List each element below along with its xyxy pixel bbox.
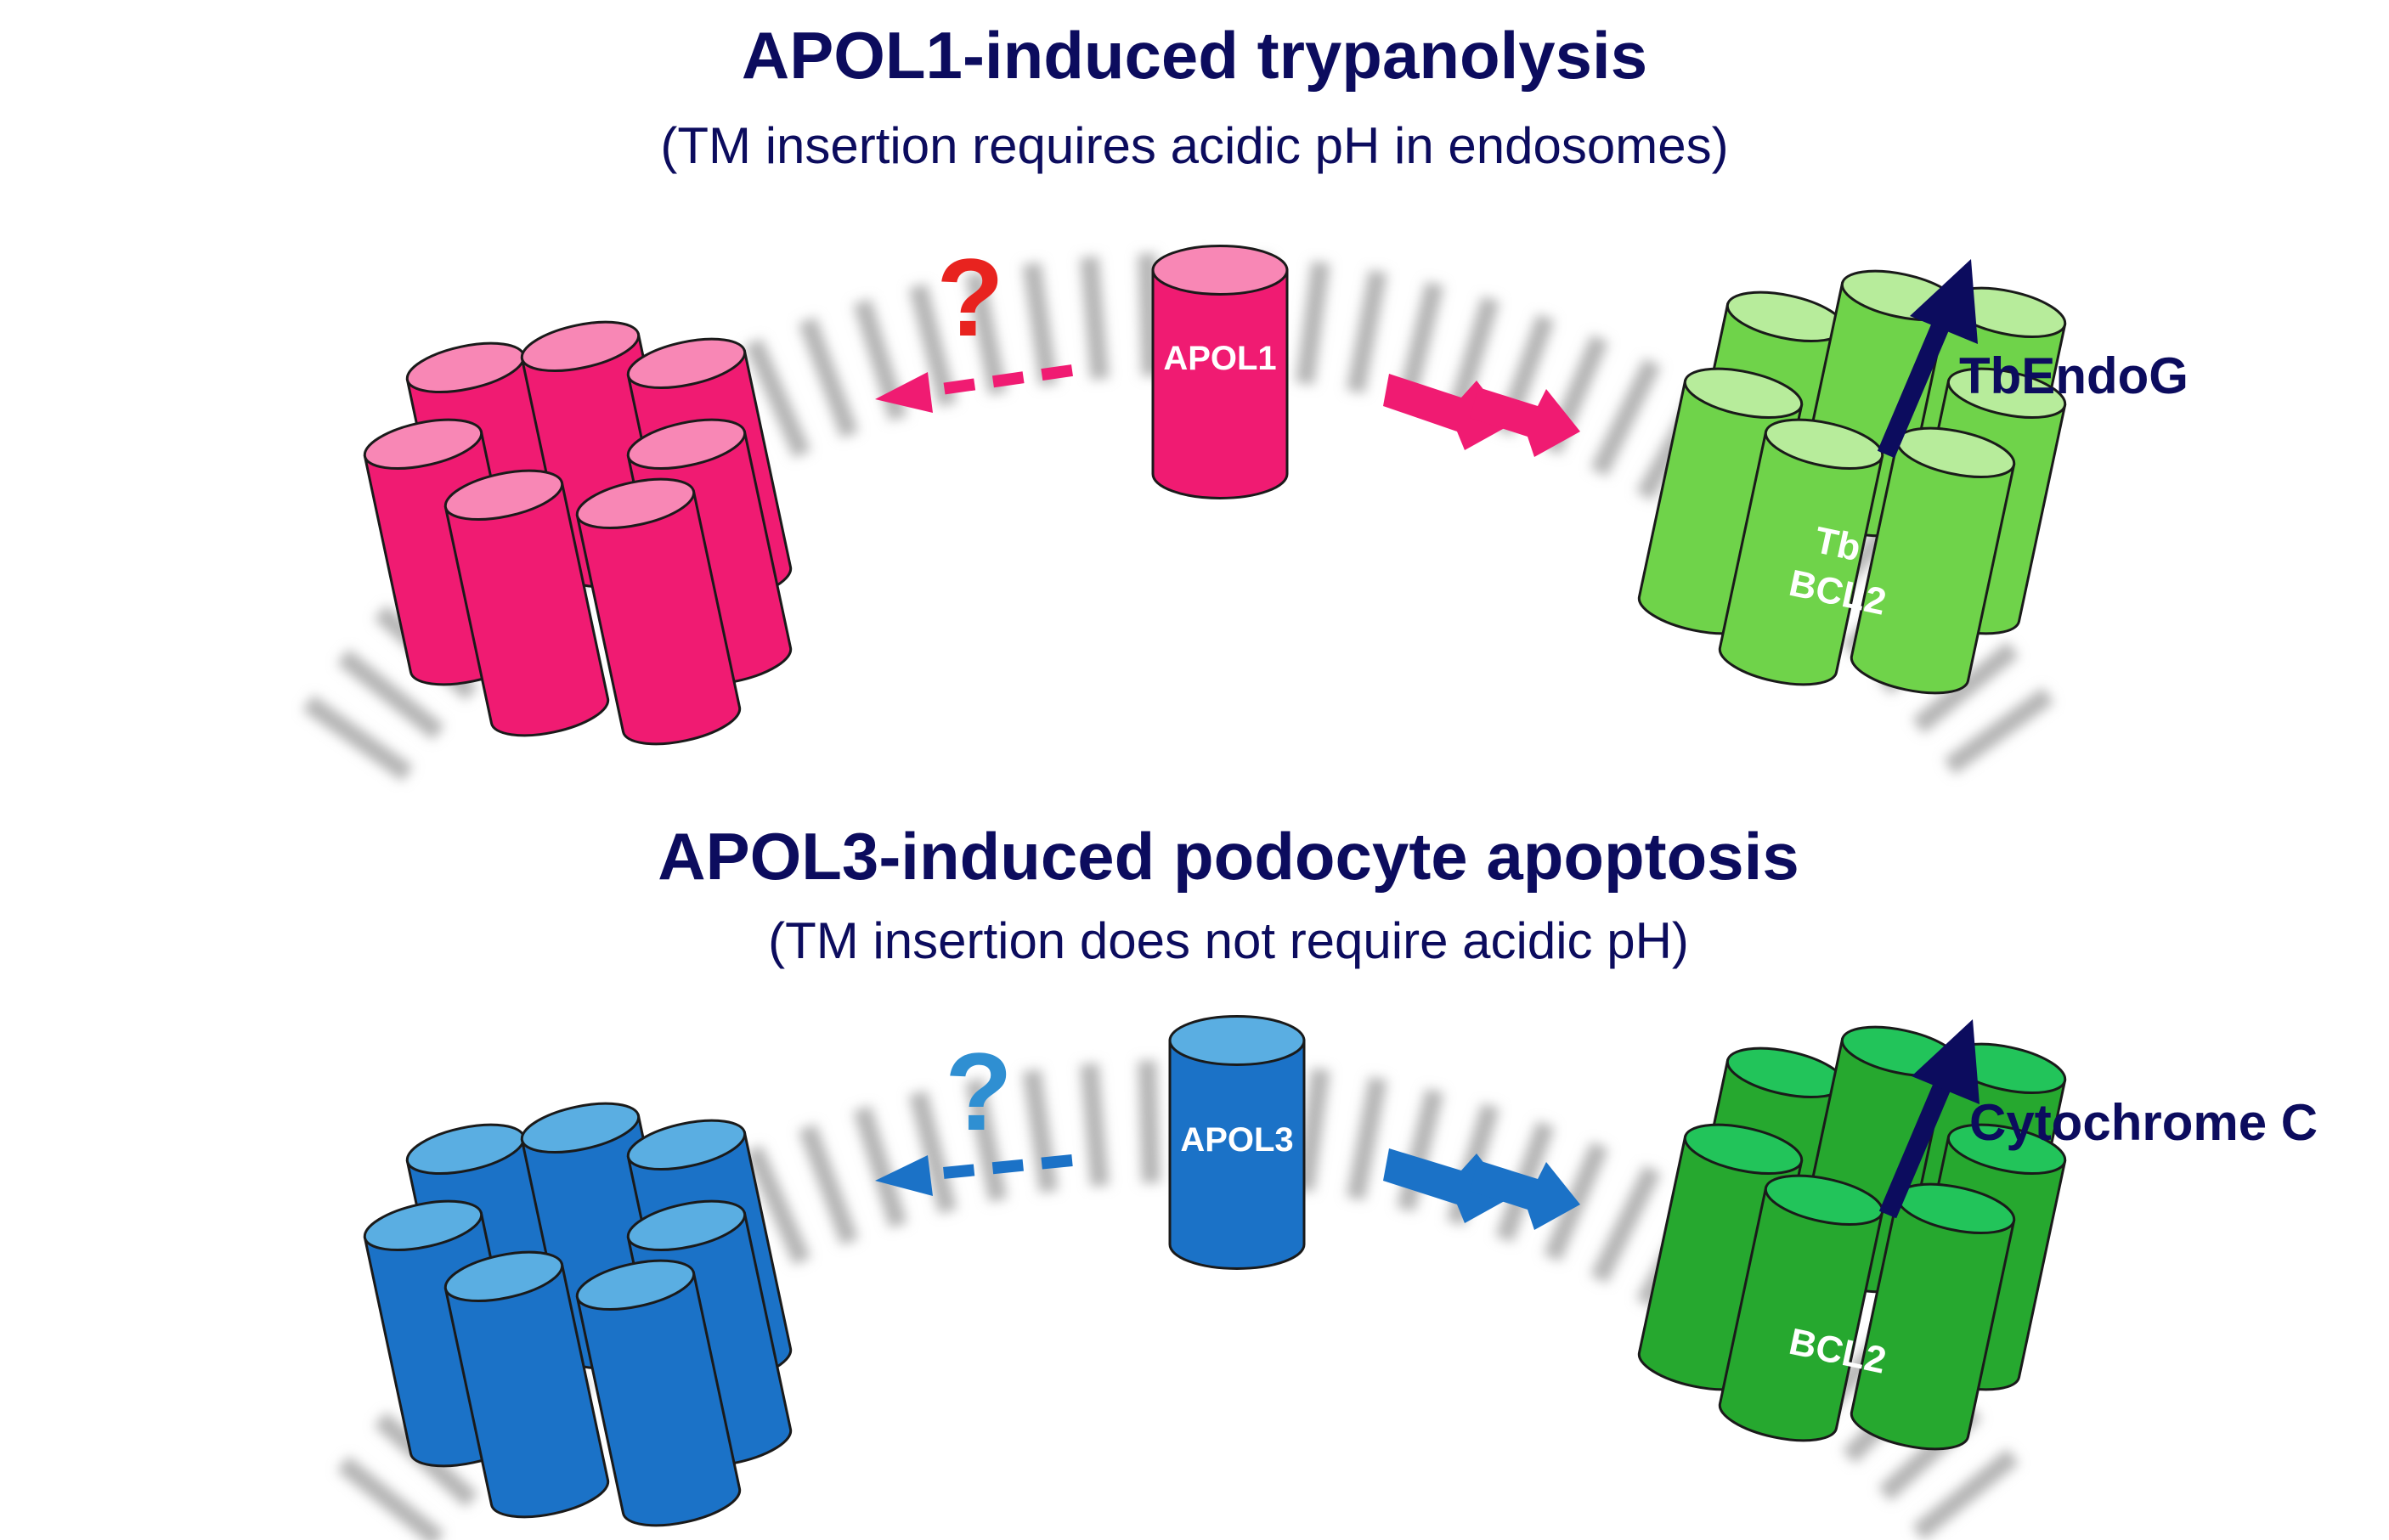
membrane-lipid bbox=[1346, 269, 1387, 394]
membrane-lipid bbox=[336, 649, 445, 741]
apol1-cylinder bbox=[1151, 245, 1289, 499]
membrane-lipid bbox=[1943, 687, 2054, 775]
apol1-label: APOL1 bbox=[1163, 340, 1276, 377]
membrane-lipid bbox=[1022, 262, 1059, 386]
channel-subunit bbox=[443, 1250, 610, 1519]
membrane-lipid bbox=[1080, 1063, 1110, 1187]
released-factor-label: Cytochrome C bbox=[1969, 1094, 2318, 1151]
channel-subunit bbox=[575, 477, 742, 746]
question-mark: ? bbox=[945, 1029, 1012, 1154]
channel-subunit bbox=[1850, 1182, 2016, 1451]
panel-apol1: APOL1-induced trypanolysis (TM insertion… bbox=[302, 18, 2189, 781]
membrane-lipid bbox=[744, 338, 811, 459]
channel-subunit bbox=[1718, 1174, 1884, 1442]
membrane-lipid bbox=[798, 1124, 859, 1245]
double-arrow-right bbox=[1383, 1148, 1580, 1230]
membrane-lipid bbox=[798, 317, 859, 438]
apol3-cylinder bbox=[1168, 1015, 1306, 1270]
apol1-pore-oligomer bbox=[363, 320, 793, 746]
double-arrow-right bbox=[1383, 374, 1580, 457]
membrane-lipid bbox=[1346, 1076, 1387, 1201]
channel-subunit bbox=[575, 1259, 742, 1527]
membrane-lipid bbox=[1397, 281, 1444, 405]
channel-subunit bbox=[1718, 418, 1884, 686]
panel-subtitle: (TM insertion requires acidic pH in endo… bbox=[660, 117, 1728, 174]
channel-subunit bbox=[443, 469, 610, 737]
membrane-lipid bbox=[744, 1145, 811, 1266]
tbbcl2-channel bbox=[1637, 269, 2067, 695]
membrane-lipid bbox=[853, 1105, 908, 1228]
membrane-lipid bbox=[1295, 261, 1330, 386]
released-factor-label: TbEndoG bbox=[1959, 347, 2189, 404]
membrane-lipid bbox=[1912, 1448, 2019, 1540]
membrane-lipid bbox=[1590, 358, 1662, 477]
release-arrow-up bbox=[1878, 1019, 1980, 1219]
panel-subtitle: (TM insertion does not require acidic pH… bbox=[768, 912, 1689, 969]
membrane-lipid bbox=[908, 283, 957, 407]
membrane-lipid bbox=[908, 1090, 957, 1214]
membrane-lipid bbox=[1446, 296, 1500, 419]
panel-title: APOL1-induced trypanolysis bbox=[742, 18, 1647, 93]
tbbcl2-label-line1: Tb bbox=[1811, 519, 1865, 569]
question-mark: ? bbox=[936, 235, 1003, 359]
bcl2-channel bbox=[1637, 1025, 2067, 1451]
channel-subunit bbox=[1850, 426, 2016, 695]
membrane-lipid bbox=[302, 695, 414, 781]
membrane-lipid bbox=[965, 271, 1008, 396]
release-arrow-up bbox=[1877, 259, 1978, 459]
apol3-label: APOL3 bbox=[1180, 1121, 1293, 1159]
membrane-lipid bbox=[1080, 256, 1110, 380]
membrane-lipid bbox=[1912, 641, 2019, 734]
membrane-lipid bbox=[1590, 1165, 1662, 1283]
membrane-lipid bbox=[1138, 1060, 1161, 1183]
dashed-arrow-left bbox=[875, 364, 1073, 413]
panel-apol3: APOL3-induced podocyte apoptosis (TM ins… bbox=[336, 819, 2318, 1540]
dashed-arrow-left bbox=[875, 1154, 1073, 1196]
membrane-lipid bbox=[1022, 1069, 1059, 1193]
membrane-lipid bbox=[336, 1456, 445, 1540]
panel-title: APOL3-induced podocyte apoptosis bbox=[658, 819, 1799, 894]
apol3-pore-oligomer bbox=[363, 1102, 793, 1527]
apol3-monomer bbox=[1168, 1015, 1306, 1270]
apol1-monomer bbox=[1151, 245, 1289, 499]
